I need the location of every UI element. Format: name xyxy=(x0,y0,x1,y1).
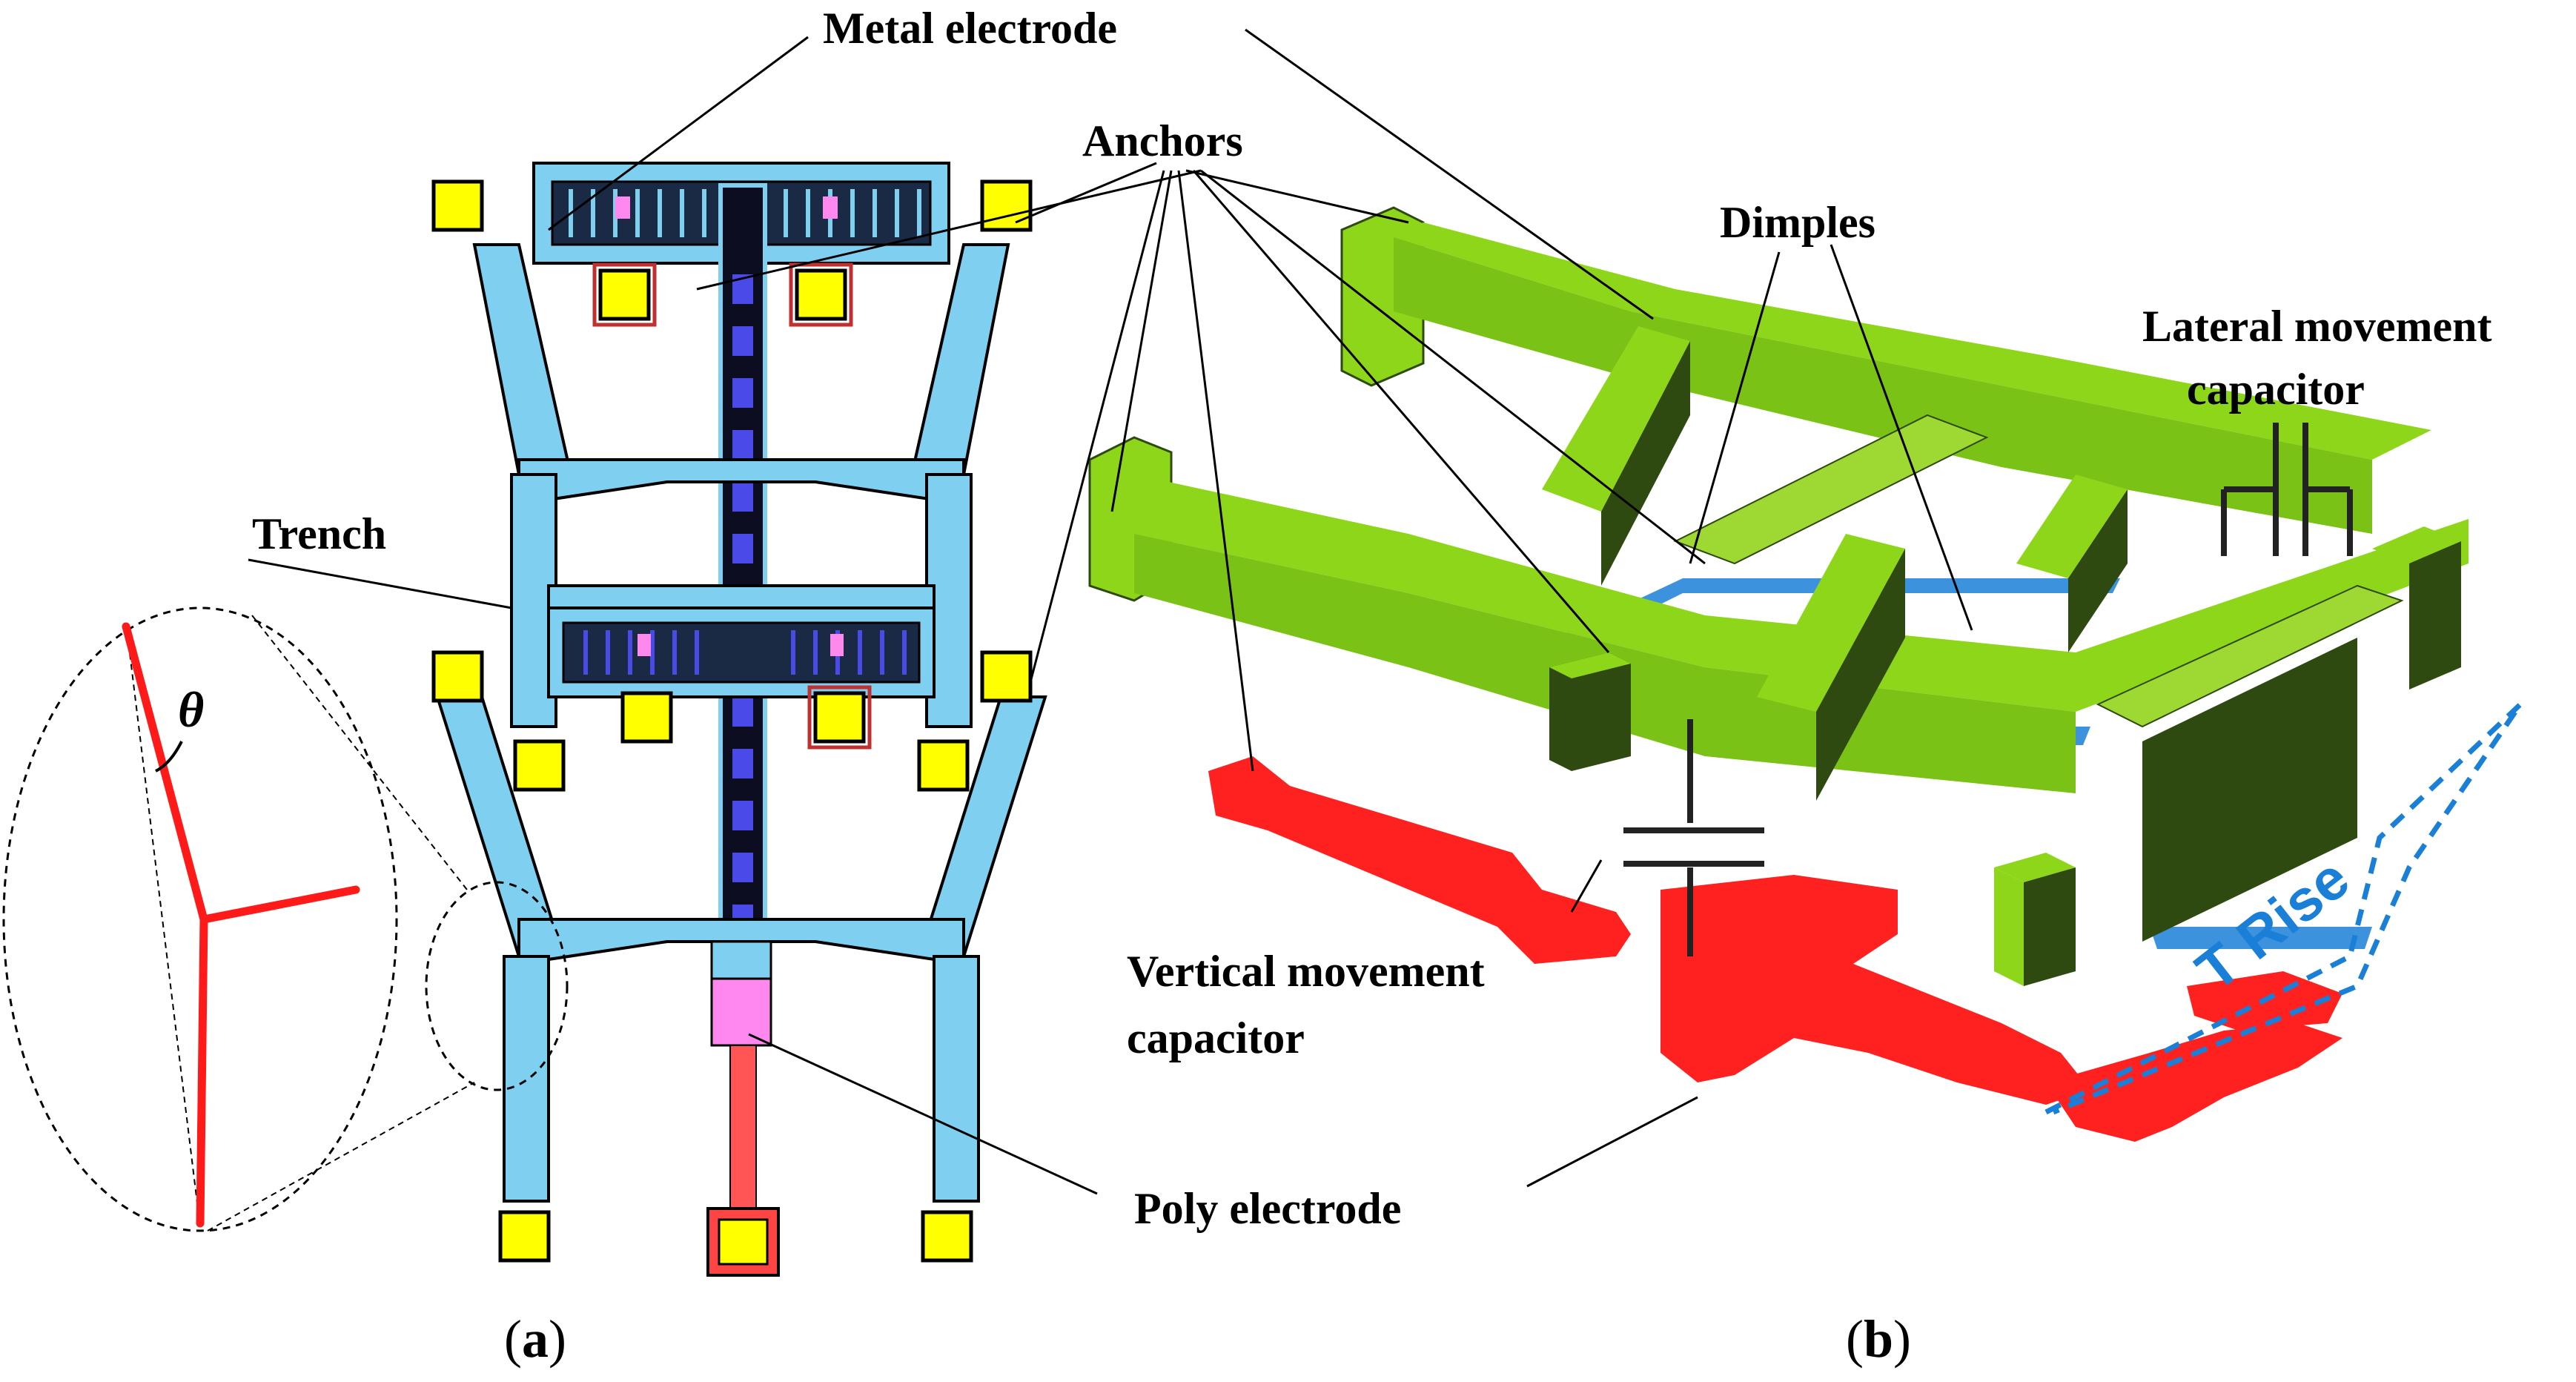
anchor-pad-red-outlines xyxy=(592,262,872,750)
theta-reference-line xyxy=(125,622,201,1228)
red-poly-electrode xyxy=(1208,756,2342,1142)
top-pink-mark-left xyxy=(615,196,630,219)
label-dimples: Dimples xyxy=(1720,198,1875,247)
cross-beam-2 xyxy=(1757,534,1905,712)
cross-beam-3-shadow xyxy=(2068,489,2128,652)
middle-pink-mark-right xyxy=(830,634,844,656)
caption-b: (b) xyxy=(1846,1309,1911,1369)
annotation-lines-a xyxy=(248,36,1098,1195)
annotation-lines-b xyxy=(696,28,1973,1188)
top-pink-mark-right xyxy=(823,196,838,219)
label-trench: Trench xyxy=(252,509,386,558)
vertical-capacitor-symbol xyxy=(1623,719,1764,956)
spine-bottom-cyan xyxy=(710,940,772,980)
right-anchor-block-top xyxy=(2372,526,2461,563)
upper-trench-frame xyxy=(472,243,1010,728)
right-beam-block xyxy=(2142,638,2357,942)
theta-arc-arrow xyxy=(155,741,183,773)
label-poly-electrode: Poly electrode xyxy=(1134,1184,1401,1233)
zoom-large-ellipse xyxy=(2,606,398,1232)
lower-trench-frame xyxy=(435,695,1047,1203)
caption-a: (a) xyxy=(504,1309,566,1369)
cross-beam-2-shadow xyxy=(1816,549,1905,801)
cross-beam-1-shadow xyxy=(1601,341,1690,586)
front-anchor-side xyxy=(2024,867,2076,986)
front-anchor-left xyxy=(1994,867,2024,986)
zoom-connector-bottom xyxy=(207,1082,475,1231)
label-lateral-2: capacitor xyxy=(2187,365,2365,414)
small-block-1-top xyxy=(1549,652,1631,678)
upper-beam-top xyxy=(1394,222,2431,460)
comb-region-center xyxy=(1673,414,1989,565)
front-anchor-top xyxy=(1994,853,2076,882)
poly-electrode-pad-inner xyxy=(718,1218,769,1266)
small-block-1 xyxy=(1549,652,1631,771)
central-spine xyxy=(718,183,767,981)
spine-bottom-pink xyxy=(710,977,772,1047)
theta-label: θ xyxy=(178,681,204,738)
label-anchors: Anchors xyxy=(1082,116,1243,165)
right-anchor-block-side xyxy=(2409,541,2461,690)
panel-b-3d-view: T Rise Anchors Dimples Lateral movement … xyxy=(696,28,2523,1233)
poly-electrode-strip xyxy=(729,1045,757,1217)
lateral-capacitor-symbol xyxy=(2221,423,2353,556)
theta-beam-shape xyxy=(122,622,360,1228)
green-structure xyxy=(1088,206,2469,986)
middle-pink-mark-left xyxy=(638,634,651,656)
label-vertical-2: capacitor xyxy=(1127,1014,1305,1062)
comb-region-right xyxy=(2096,584,2404,728)
zoom-small-ellipse xyxy=(425,881,569,1091)
lower-beam-top xyxy=(1134,475,2469,712)
label-metal-electrode: Metal electrode xyxy=(823,4,1117,53)
label-vertical-1: Vertical movement xyxy=(1127,947,1485,996)
anchor-pads-a xyxy=(431,179,1033,1263)
panel-a-layout: θ Metal electrode Trench xyxy=(2,4,1117,1277)
middle-electrode-inner xyxy=(562,621,921,684)
cross-beam-3 xyxy=(2016,475,2128,578)
label-lateral-1: Lateral movement xyxy=(2142,302,2492,351)
